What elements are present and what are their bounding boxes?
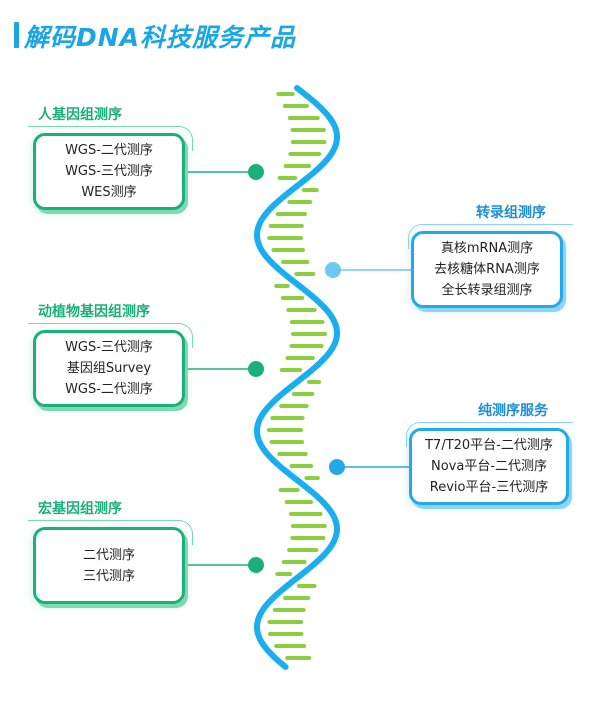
service-item: Nova平台-二代测序	[430, 459, 548, 474]
group-bracket	[28, 126, 193, 151]
connector-node	[329, 459, 345, 475]
service-item: T7/T20平台-二代测序	[425, 438, 553, 453]
helix-rung	[272, 608, 306, 612]
service-item: 三代测序	[82, 568, 135, 584]
helix-rung	[289, 464, 314, 468]
connector-lines	[185, 171, 411, 566]
service-item: WGS-三代测序	[65, 340, 153, 355]
service-item: Revio平台-三代测序	[429, 480, 549, 495]
group-card-human-genome[interactable]: WGS-二代测序 WGS-三代测序 WES测序	[33, 133, 185, 210]
helix-rung	[301, 188, 319, 192]
helix-rung	[279, 368, 303, 372]
group-label-plant-animal-genome: 动植物基因组测序	[38, 304, 150, 320]
helix-rung	[287, 200, 313, 204]
helix-rung	[277, 176, 298, 180]
helix-rung	[267, 620, 304, 624]
service-item: 二代测序	[82, 547, 135, 563]
group-bracket	[408, 224, 573, 249]
service-item: 去核糖体RNA测序	[434, 262, 540, 277]
helix-rung	[292, 392, 315, 396]
helix-rung	[304, 476, 320, 480]
helix-rung	[281, 260, 310, 264]
helix-rung	[290, 536, 326, 540]
service-item: WES测序	[81, 185, 137, 200]
helix-rung	[284, 500, 313, 504]
helix-rung	[275, 572, 293, 576]
helix-rung	[274, 284, 290, 288]
helix-rung	[283, 596, 311, 600]
group-label-pure-sequencing: 纯测序服务	[478, 403, 548, 419]
connector-node	[248, 557, 264, 573]
service-item: WGS-二代测序	[65, 382, 153, 397]
helix-rung	[267, 236, 304, 240]
connector-node	[325, 262, 341, 278]
helix-rung	[276, 92, 295, 96]
helix-rung	[290, 128, 326, 132]
title-accent-bar	[14, 22, 19, 48]
helix-rung	[290, 140, 327, 144]
helix-rung	[270, 416, 305, 420]
helix-rung	[280, 296, 305, 300]
group-bracket	[28, 323, 193, 348]
group-label-transcriptome: 转录组测序	[476, 205, 546, 221]
connector-node	[248, 164, 264, 180]
service-item: WGS-三代测序	[65, 164, 153, 179]
helix-rung	[289, 344, 324, 348]
helix-rung	[289, 512, 323, 516]
helix-rung	[285, 356, 315, 360]
group-card-transcriptome[interactable]: 真核mRNA测序 去核糖体RNA测序 全长转录组测序	[411, 231, 563, 308]
helix-rung	[287, 548, 319, 552]
helix-rung	[268, 224, 304, 228]
helix-rung	[268, 632, 304, 636]
helix-rung	[281, 560, 307, 564]
helix-rung	[279, 404, 309, 408]
helix-rung	[278, 488, 300, 492]
helix-rung	[285, 656, 312, 660]
helix-rung	[283, 164, 311, 168]
helix-rung	[267, 428, 303, 432]
helix-rung	[287, 116, 320, 120]
group-bracket	[28, 520, 193, 545]
helix-rung	[294, 272, 316, 276]
helix-rung	[296, 584, 317, 588]
group-label-human-genome: 人基因组测序	[38, 107, 122, 123]
helix-rung	[288, 152, 322, 156]
helix-rung	[291, 332, 327, 336]
group-card-metagenome[interactable]: 二代测序 三代测序	[33, 527, 185, 604]
service-item: WGS-二代测序	[65, 143, 153, 158]
helix-rung	[289, 320, 325, 324]
service-item: 全长转录组测序	[441, 283, 533, 298]
helix-rung	[282, 104, 309, 108]
helix-rung	[286, 308, 317, 312]
group-card-plant-animal-genome[interactable]: WGS-三代测序 基因组Survey WGS-二代测序	[33, 330, 185, 407]
helix-rung	[307, 380, 321, 384]
service-item: 真核mRNA测序	[440, 241, 534, 256]
helix-rung	[275, 212, 307, 216]
helix-rung	[269, 440, 305, 444]
group-label-metagenome: 宏基因组测序	[38, 501, 122, 517]
helix-strand	[253, 85, 341, 670]
group-bracket	[406, 422, 573, 447]
helix-rung	[277, 452, 308, 456]
service-item: 基因组Survey	[66, 361, 152, 376]
group-card-pure-sequencing[interactable]: T7/T20平台-二代测序 Nova平台-二代测序 Revio平台-三代测序	[409, 428, 569, 505]
connector-nodes	[248, 164, 345, 573]
helix-rung	[290, 524, 327, 528]
helix-rungs	[267, 92, 327, 660]
page-title: 解码DNA科技服务产品	[24, 23, 297, 52]
helix-rung	[271, 248, 305, 252]
helix-rung	[274, 644, 307, 648]
connector-node	[248, 361, 264, 377]
